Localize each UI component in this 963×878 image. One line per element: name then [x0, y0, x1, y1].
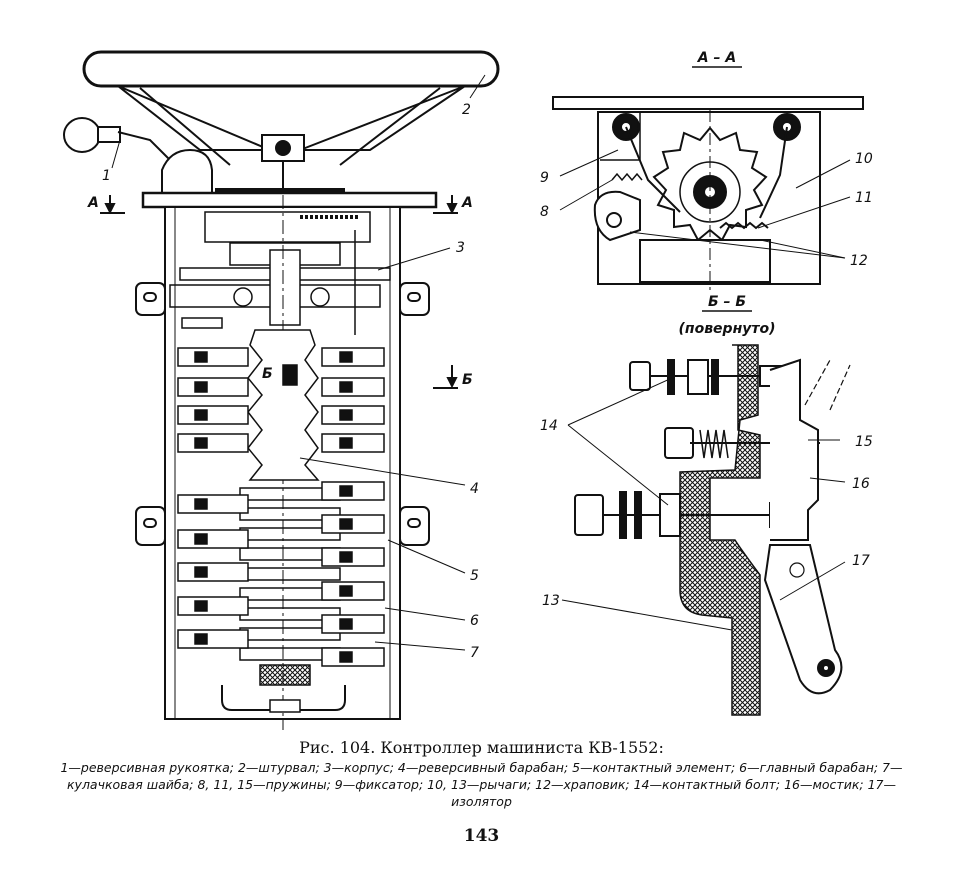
- label-2: 2: [462, 102, 471, 118]
- reversing-drum: [247, 329, 320, 481]
- label-3: 3: [456, 240, 465, 256]
- section-mark-b-inner: Б: [262, 366, 273, 382]
- section-marks-main: [100, 195, 458, 389]
- top-plate: [141, 191, 438, 209]
- section-aa-view: [552, 66, 864, 290]
- label-8: 8: [540, 204, 549, 220]
- label-12: 12: [850, 253, 868, 269]
- main-view: [63, 50, 500, 730]
- label-11: 11: [855, 190, 873, 206]
- label-14: 14: [540, 418, 558, 434]
- section-mark-b-right: Б: [462, 372, 473, 388]
- contact-elements-right: [321, 347, 385, 667]
- label-7: 7: [470, 645, 479, 661]
- reversing-handle: [63, 117, 213, 196]
- contact-elements-left: [177, 347, 249, 649]
- controller-kv1552-drawing: 1 2 3 4 5 6 7 8 9 10 11 12 13 14 15 16 1…: [63, 50, 873, 730]
- insulator: [679, 344, 761, 716]
- callout-labels: 1 2 3 4 5 6 7 8 9 10 11 12 13 14 15 16 1…: [87, 50, 873, 661]
- upper-mechanism: [169, 211, 391, 335]
- label-10: 10: [855, 151, 873, 167]
- figure-caption: Рис. 104. Контроллер машиниста КВ-1552: …: [0, 738, 963, 810]
- leader-lines-main: [111, 74, 486, 651]
- label-1: 1: [102, 168, 111, 184]
- label-6: 6: [470, 613, 479, 629]
- caption-legend: 1—реверсивная рукоятка; 2—штурвал; 3—кор…: [60, 760, 903, 809]
- section-mark-a-right: A: [461, 195, 473, 211]
- mounting-brackets: [135, 282, 430, 546]
- label-4: 4: [470, 481, 479, 497]
- label-5: 5: [470, 568, 479, 584]
- section-bb-view: [561, 310, 851, 716]
- section-bb-note: (повернуто): [679, 321, 776, 337]
- handwheel: [82, 50, 500, 190]
- label-13: 13: [542, 593, 560, 609]
- label-17: 17: [852, 553, 870, 569]
- section-bb-title: Б – Б: [708, 294, 746, 310]
- section-aa-title: А – А: [697, 50, 736, 66]
- section-mark-a-left: A: [87, 195, 99, 211]
- page-number: 143: [463, 826, 500, 846]
- label-9: 9: [540, 170, 549, 186]
- label-15: 15: [855, 434, 873, 450]
- caption-title: Рис. 104. Контроллер машиниста КВ-1552:: [299, 738, 664, 757]
- label-16: 16: [852, 476, 870, 492]
